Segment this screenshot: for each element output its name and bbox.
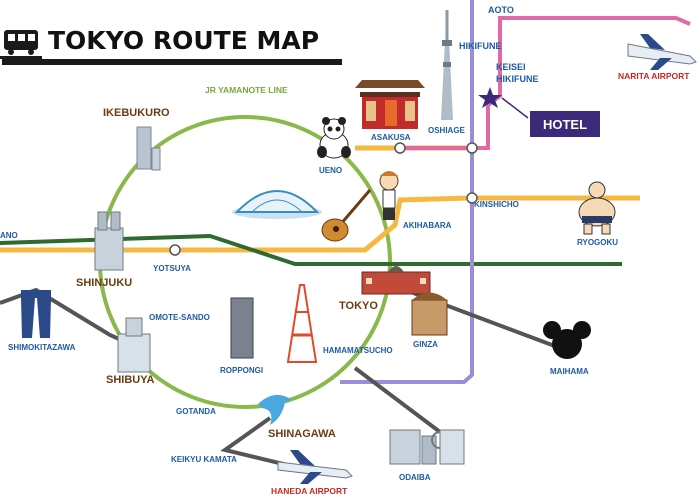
maid-icon [379, 171, 399, 220]
station-nakano: ANO [0, 231, 18, 240]
shinjuku-building-icon [94, 211, 124, 271]
guitar-icon [321, 189, 372, 242]
ikebukuro-building-icon [136, 126, 161, 171]
hotel-star-icon [478, 87, 502, 108]
jeans-icon [21, 290, 51, 338]
station-shimokitazawa: SHIMOKITAZAWA [8, 343, 76, 352]
roppongi-tower-icon [230, 297, 254, 359]
area-tokyo: TOKYO [339, 300, 378, 312]
ginza-building-icon [411, 292, 448, 336]
toei-line [340, 0, 474, 384]
maihama-mickey-icon [543, 321, 591, 359]
panda-icon [317, 117, 351, 159]
station-hikifune: HIKIFUNE [459, 41, 502, 51]
station-ryogoku: RYOGOKU [577, 238, 618, 247]
station-akihabara: AKIHABARA [403, 221, 452, 230]
hotel-tag[interactable] [530, 111, 600, 137]
station-oshiage: OSHIAGE [428, 126, 466, 135]
tokyo-station-icon [361, 266, 431, 295]
haneda-airport-label: HANEDA AIRPORT [271, 486, 348, 496]
station-aoto: AOTO [488, 5, 514, 15]
station-maihama: MAIHAMA [550, 367, 589, 376]
hotel-pointer [501, 97, 529, 119]
tokyo-dome-icon [232, 190, 322, 219]
area-shibuya: SHIBUYA [106, 374, 155, 386]
station-ginza: GINZA [413, 340, 438, 349]
station-hamamatsucho: HAMAMATSUCHO [323, 346, 393, 355]
yurikamome-line [353, 366, 442, 434]
station-ueno: UENO [319, 166, 342, 175]
station-keisei-hikifune-1: KEISEI [496, 62, 526, 72]
sumo-icon [578, 181, 616, 235]
station-omote-sando: OMOTE-SANDO [149, 313, 210, 322]
station-yotsuya: YOTSUYA [153, 264, 191, 273]
station-odaiba: ODAIBA [399, 473, 431, 482]
area-ikebukuro: IKEBUKURO [103, 107, 170, 119]
keikyu-line [220, 416, 301, 470]
station-kinshicho: KINSHICHO [474, 200, 519, 209]
asakusa-gate-icon [355, 80, 425, 129]
area-shinagawa: SHINAGAWA [268, 428, 336, 440]
area-shinjuku: SHINJUKU [76, 277, 132, 289]
page-title: TOKYO ROUTE MAP [48, 26, 319, 55]
station-roppongi: ROPPONGI [220, 366, 263, 375]
station-gotanda: GOTANDA [176, 407, 216, 416]
shibuya-building-icon [117, 317, 151, 373]
narita-airplane-icon [627, 34, 697, 70]
station-keikyu-kamata: KEIKYU KAMATA [171, 455, 237, 464]
station-keisei-hikifune-2: HIKIFUNE [496, 74, 539, 84]
train-icon [0, 30, 42, 59]
dolphin-icon [258, 394, 292, 425]
hotel-label: HOTEL [543, 117, 587, 132]
tokyo-tower-icon [286, 284, 318, 363]
yamanote-line-label: JR YAMANOTE LINE [205, 85, 288, 95]
odaiba-buildings-icon [389, 429, 465, 465]
title-underline [2, 59, 342, 65]
skytree-icon [441, 10, 453, 120]
station-asakusa: ASAKUSA [371, 133, 411, 142]
narita-airport-label: NARITA AIRPORT [618, 71, 690, 81]
haneda-airplane-icon [277, 450, 353, 484]
station-dots [169, 142, 478, 256]
